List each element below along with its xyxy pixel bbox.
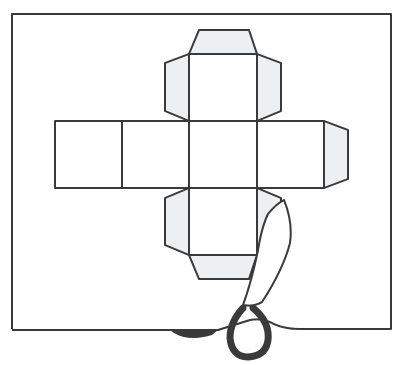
tab-bottom	[189, 255, 257, 279]
face-far-left	[55, 121, 122, 188]
tab-bottom-left	[165, 188, 189, 255]
scissors-lower-blade	[170, 330, 218, 338]
face-left	[122, 121, 189, 188]
tab-right	[324, 121, 348, 188]
face-top	[189, 54, 257, 121]
tab-top-left	[165, 54, 189, 121]
face-center	[189, 121, 257, 188]
face-bottom	[189, 188, 257, 255]
tab-top	[189, 30, 257, 54]
tab-top-right	[257, 54, 281, 121]
scissors-handle	[230, 308, 268, 357]
face-right	[257, 121, 324, 188]
